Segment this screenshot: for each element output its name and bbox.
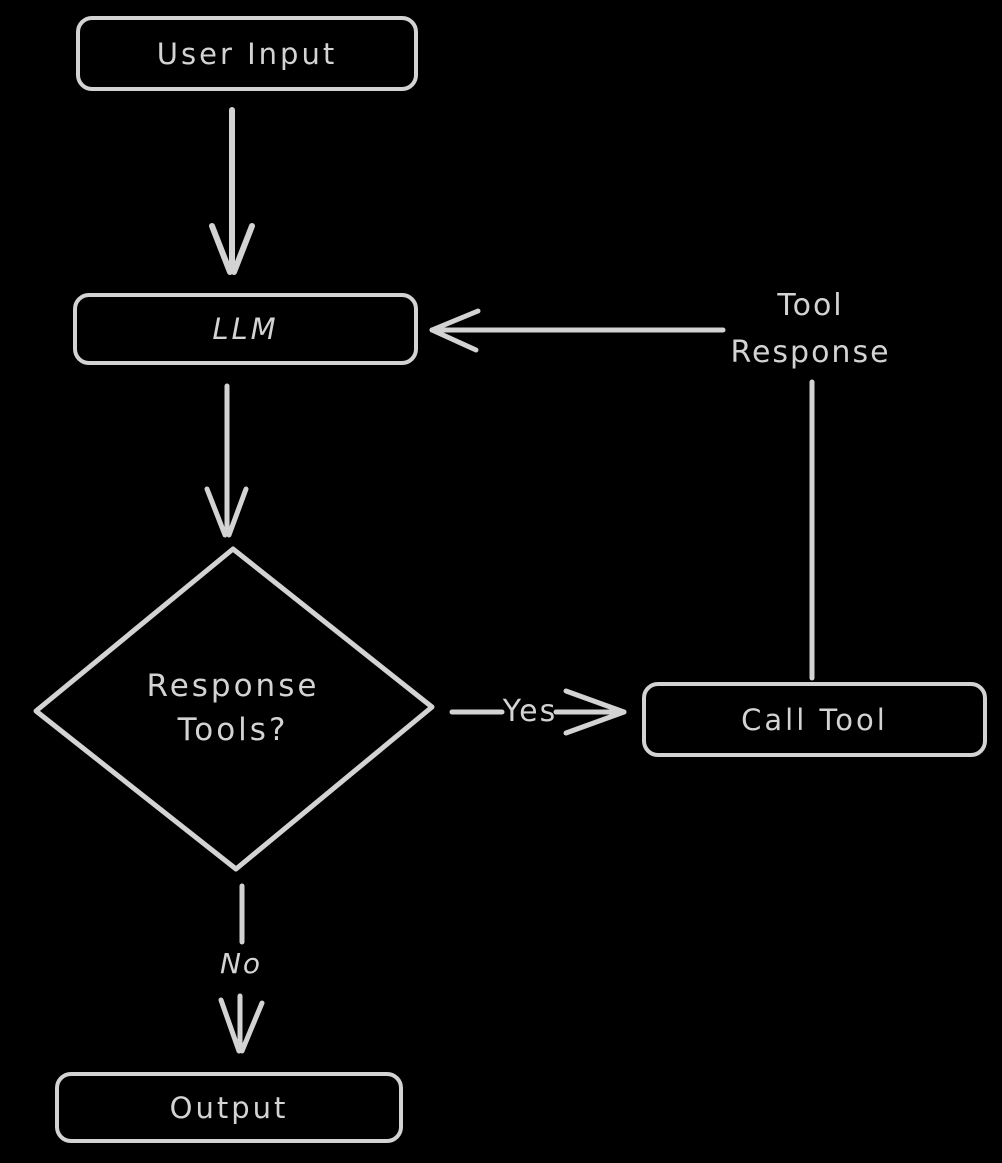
tool-response-edge-label: Tool Response [730,288,891,370]
arrow-call-tool-to-llm [429,308,815,681]
llm-label: LLM [212,312,279,346]
decision-node-label: Response Tools? [146,668,320,748]
decision-diamond-shape [33,546,435,872]
call-tool-label: Call Tool [741,702,888,737]
call-tool-node: Call Tool [642,682,987,757]
user-input-label: User Input [156,36,338,71]
yes-edge-label: Yes [502,694,558,729]
no-edge-label: No [219,947,263,980]
arrow-decision-to-call-tool [449,688,627,736]
user-input-node: User Input [76,16,418,91]
output-label: Output [169,1090,289,1125]
arrow-llm-to-decision [204,383,249,538]
arrow-decision-to-output [218,883,265,1054]
llm-node: LLM [73,293,418,365]
arrow-user-input-to-llm [209,107,255,275]
output-node: Output [55,1072,403,1143]
